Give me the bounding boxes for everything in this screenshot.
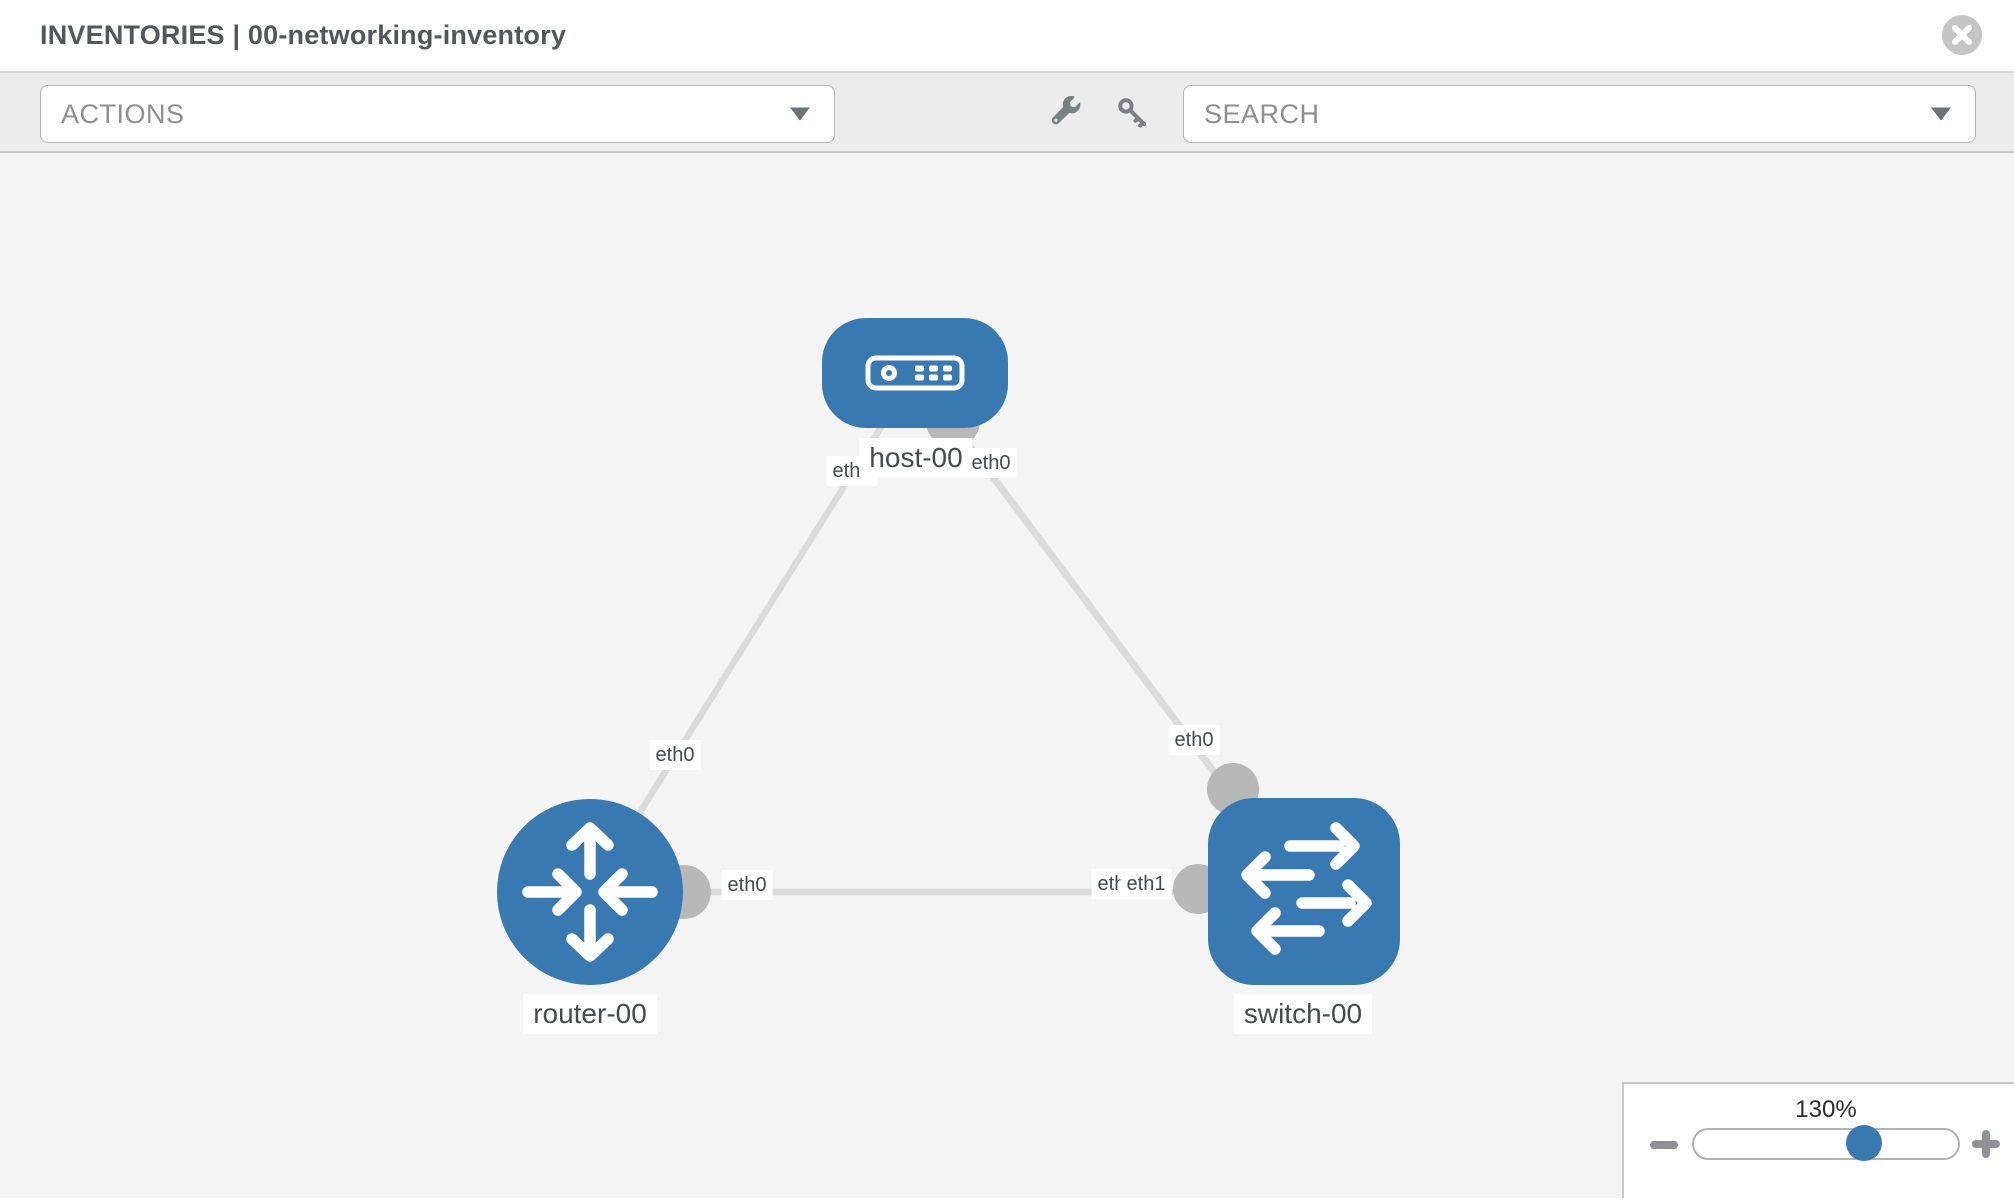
panel-header: INVENTORIES | 00-networking-inventory [0, 0, 2014, 73]
port-label: eth0 [1168, 725, 1220, 755]
zoom-slider-knob[interactable] [1846, 1125, 1882, 1161]
switch-icon [1241, 821, 1372, 955]
port-label: eth1 [1120, 869, 1172, 899]
caret-down-icon [1931, 107, 1951, 121]
node-router-00[interactable] [497, 799, 683, 985]
close-button[interactable] [1941, 14, 1983, 56]
zoom-in-button[interactable] [1970, 1128, 2002, 1160]
node-switch-00[interactable] [1208, 798, 1400, 985]
port-label: eth0 [649, 740, 701, 770]
host-icon [865, 355, 965, 391]
topology-canvas[interactable]: eth0 eth0 eth0 eth0 eth0 eth0 eth1 host-… [0, 153, 2014, 1198]
node-label-host: host-00 [859, 438, 973, 478]
search-dropdown[interactable]: SEARCH [1183, 85, 1976, 143]
zoom-control-panel: 130% [1622, 1082, 2014, 1198]
configure-button[interactable] [1049, 95, 1083, 130]
router-icon [522, 822, 658, 962]
wrench-icon [1051, 95, 1081, 125]
zoom-slider[interactable] [1692, 1125, 1960, 1161]
credentials-button[interactable] [1116, 96, 1150, 130]
search-dropdown-label: SEARCH [1204, 98, 1320, 129]
key-icon [1118, 98, 1147, 128]
zoom-level-value: 130% [1795, 1096, 1857, 1123]
port-label: eth0 [965, 448, 1017, 478]
actions-dropdown[interactable]: ACTIONS [40, 85, 835, 143]
port-label: eth0 [721, 870, 773, 900]
close-icon [1942, 15, 1982, 55]
node-label-switch: switch-00 [1233, 994, 1373, 1034]
node-host-00[interactable] [822, 318, 1008, 428]
topology-links-layer [587, 370, 1307, 919]
node-label-router: router-00 [523, 994, 657, 1034]
actions-dropdown-label: ACTIONS [61, 98, 185, 129]
toolbar: ACTIONS SEARCH [0, 73, 2014, 153]
page-title: INVENTORIES | 00-networking-inventory [40, 20, 567, 50]
zoom-out-button[interactable] [1650, 1141, 1678, 1149]
caret-down-icon [790, 107, 810, 121]
